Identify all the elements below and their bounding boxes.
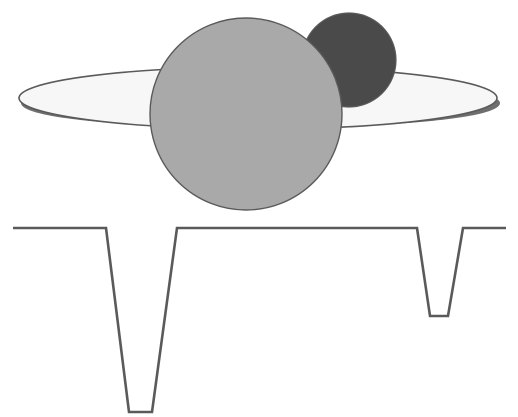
primary-star [150, 18, 342, 210]
light-curve [13, 228, 506, 412]
